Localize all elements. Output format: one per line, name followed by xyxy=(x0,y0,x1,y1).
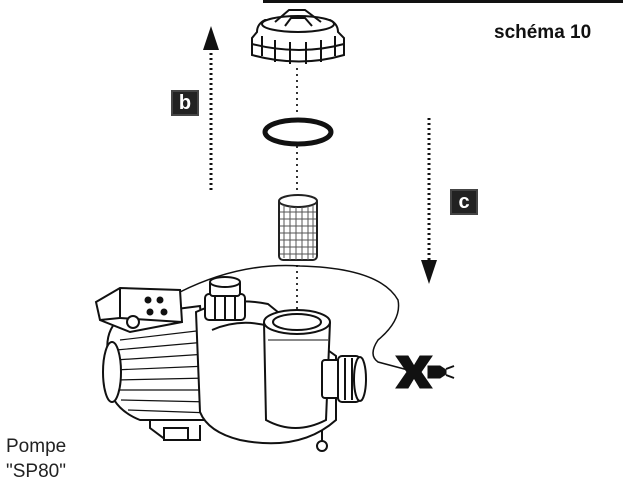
strainer-basket-icon xyxy=(278,194,318,261)
pump-caption-line1: Pompe xyxy=(6,436,67,457)
arrow-down-icon xyxy=(421,118,437,284)
arrow-up-icon xyxy=(203,26,219,190)
step-b-badge: b xyxy=(171,90,199,116)
step-c-badge: c xyxy=(450,189,478,215)
power-cable xyxy=(179,264,409,371)
o-ring-icon xyxy=(262,117,334,147)
pump-icon xyxy=(94,276,367,452)
diagram-title: schéma 10 xyxy=(494,22,592,43)
pump-caption-line2: "SP80" xyxy=(6,461,66,482)
unplug-icon xyxy=(395,355,455,389)
header-rule xyxy=(263,0,623,3)
pump-caption: Pompe "SP80" xyxy=(6,434,66,484)
lid-icon xyxy=(251,9,345,64)
